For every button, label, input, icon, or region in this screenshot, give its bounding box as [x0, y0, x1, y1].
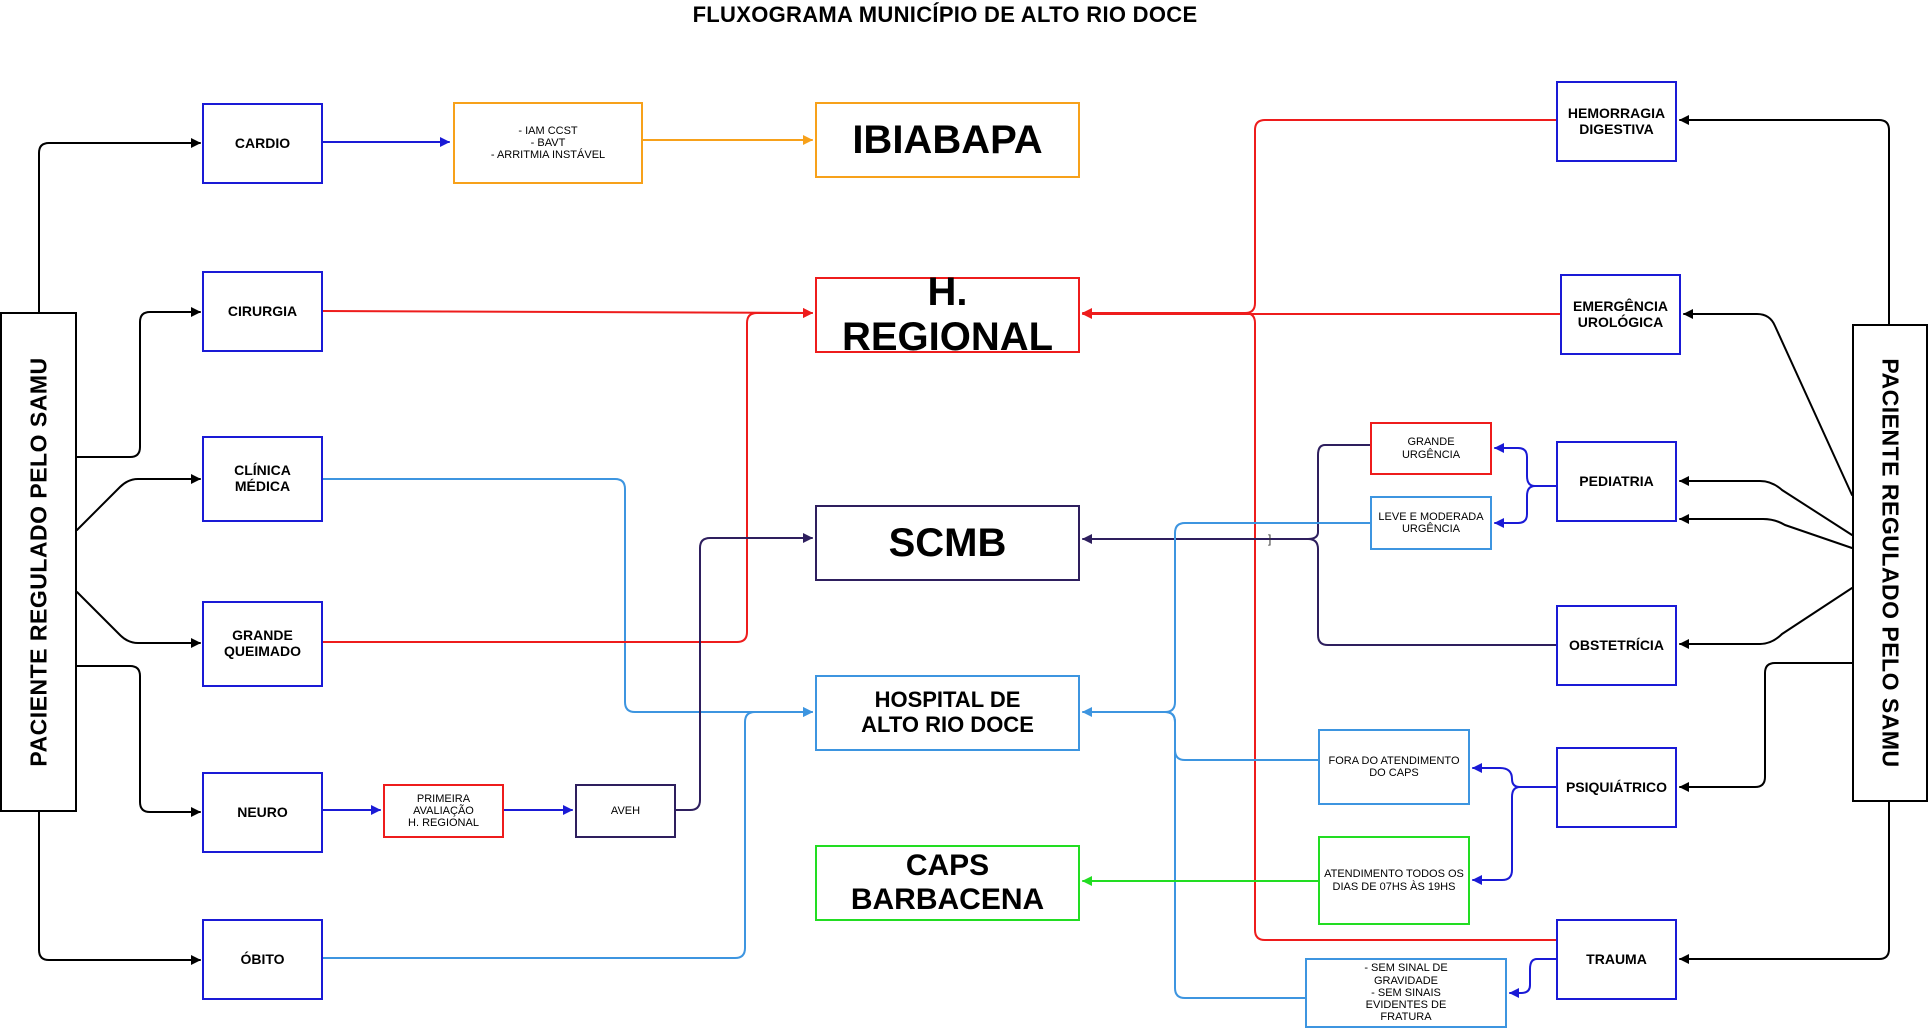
conn-pediatria-grande: [1494, 443, 1557, 487]
conn-psiq-fora: [1472, 763, 1557, 788]
node-atendimento-todos-dias: ATENDIMENTO TODOS OS DIAS DE 07HS ÀS 19H…: [1318, 836, 1470, 925]
node-primeira-avaliacao: PRIMEIRA AVALIAÇÃO H. REGIONAL: [383, 784, 504, 838]
conn-pediatria-leve: [1494, 485, 1557, 528]
node-cardio: CARDIO: [202, 103, 323, 184]
conn-samurt-psiquiatrico: [1679, 662, 1853, 792]
conn-samu-cardio: [38, 138, 201, 313]
conn-grande-scmb: [1082, 444, 1371, 544]
node-emergencia-urologica: EMERGÊNCIA UROLÓGICA: [1560, 274, 1681, 355]
conn-trauma-hregional: [1244, 312, 1557, 941]
conn-queimado-hregional: [322, 308, 813, 643]
node-hemorragia-digestiva: HEMORRAGIA DIGESTIVA: [1556, 81, 1677, 162]
conn-samurt-obstetricia: [1679, 587, 1853, 649]
node-grande-queimado: GRANDE QUEIMADO: [202, 601, 323, 687]
node-sem-sinal-gravidade: - SEM SINAL DE GRAVIDADE - SEM SINAIS EV…: [1305, 958, 1507, 1028]
node-trauma: TRAUMA: [1556, 919, 1677, 1000]
hospital-h-regional: H. REGIONAL: [815, 270, 1080, 359]
conn-clinica-altoriodoce: [322, 478, 813, 717]
node-aveh: AVEH: [575, 784, 676, 838]
node-obstetricia: OBSTETRÍCIA: [1556, 605, 1677, 686]
samu-patient-label-left: PACIENTE REGULADO PELO SAMU: [25, 357, 51, 767]
conn-cirurgia-hregional: [322, 307, 813, 318]
samu-patient-box-left: PACIENTE REGULADO PELO SAMU: [0, 312, 77, 812]
conn-samu-clinica: [76, 474, 201, 531]
node-clinica-medica: CLÍNICA MÉDICA: [202, 436, 323, 522]
conn-obito-altoriodoce: [322, 707, 813, 959]
node-cirurgia: CIRURGIA: [202, 271, 323, 352]
conn-samu-cirurgia: [76, 307, 201, 458]
conn-samu-obito: [38, 811, 201, 965]
node-pediatria: PEDIATRIA: [1556, 441, 1677, 522]
diagram-title: FLUXOGRAMA MUNICÍPIO DE ALTO RIO DOCE: [692, 2, 1198, 27]
conn-samurt-urologica: [1683, 309, 1853, 496]
conn-samu-neuro: [76, 665, 201, 817]
samu-patient-box-right: PACIENTE REGULADO PELO SAMU: [1852, 324, 1928, 802]
hospital-alto-rio-doce: HOSPITAL DE ALTO RIO DOCE: [815, 675, 1080, 751]
conn-leve-altoriodoce: [1082, 522, 1371, 717]
node-neuro: NEURO: [202, 772, 323, 853]
conn-hemorragia-hregional: [1082, 119, 1557, 318]
conn-fora-altoriodoce: [1164, 711, 1319, 761]
hospital-caps-barbacena: CAPS BARBACENA: [815, 845, 1080, 921]
conn-obstetricia-scmb: [1307, 538, 1557, 646]
conn-trauma-semsinal: [1509, 958, 1557, 998]
node-grande-urgencia: GRANDE URGÊNCIA: [1370, 422, 1492, 475]
node-psiquiatrico: PSIQUIÁTRICO: [1556, 747, 1677, 828]
node-obito: ÓBITO: [202, 919, 323, 1000]
conn-samurt-pediatria-b: [1679, 514, 1853, 549]
conn-samu-queimado: [76, 591, 201, 648]
conn-semsinal-altoriodoce: [1164, 711, 1306, 999]
conn-aveh-scmb: [675, 533, 813, 811]
hospital-scmb: SCMB: [815, 505, 1080, 581]
node-leve-moderada-urgencia: LEVE E MODERADA URGÊNCIA: [1370, 496, 1492, 550]
conn-samurt-pediatria-a: [1679, 476, 1853, 536]
conn-psiq-atendimento: [1472, 786, 1557, 885]
conn-samurt-hemorragia: [1679, 115, 1890, 325]
conn-samurt-trauma: [1679, 801, 1890, 964]
samu-patient-label-right: PACIENTE REGULADO PELO SAMU: [1877, 358, 1904, 768]
node-fora-atendimento-caps: FORA DO ATENDIMENTO DO CAPS: [1318, 729, 1470, 805]
node-cardio-criteria: - IAM CCST - BAVT - ARRITMIA INSTÁVEL: [453, 102, 643, 184]
hospital-ibiabapa: IBIABAPA: [815, 102, 1080, 178]
stray-mark: ]: [1268, 532, 1272, 546]
